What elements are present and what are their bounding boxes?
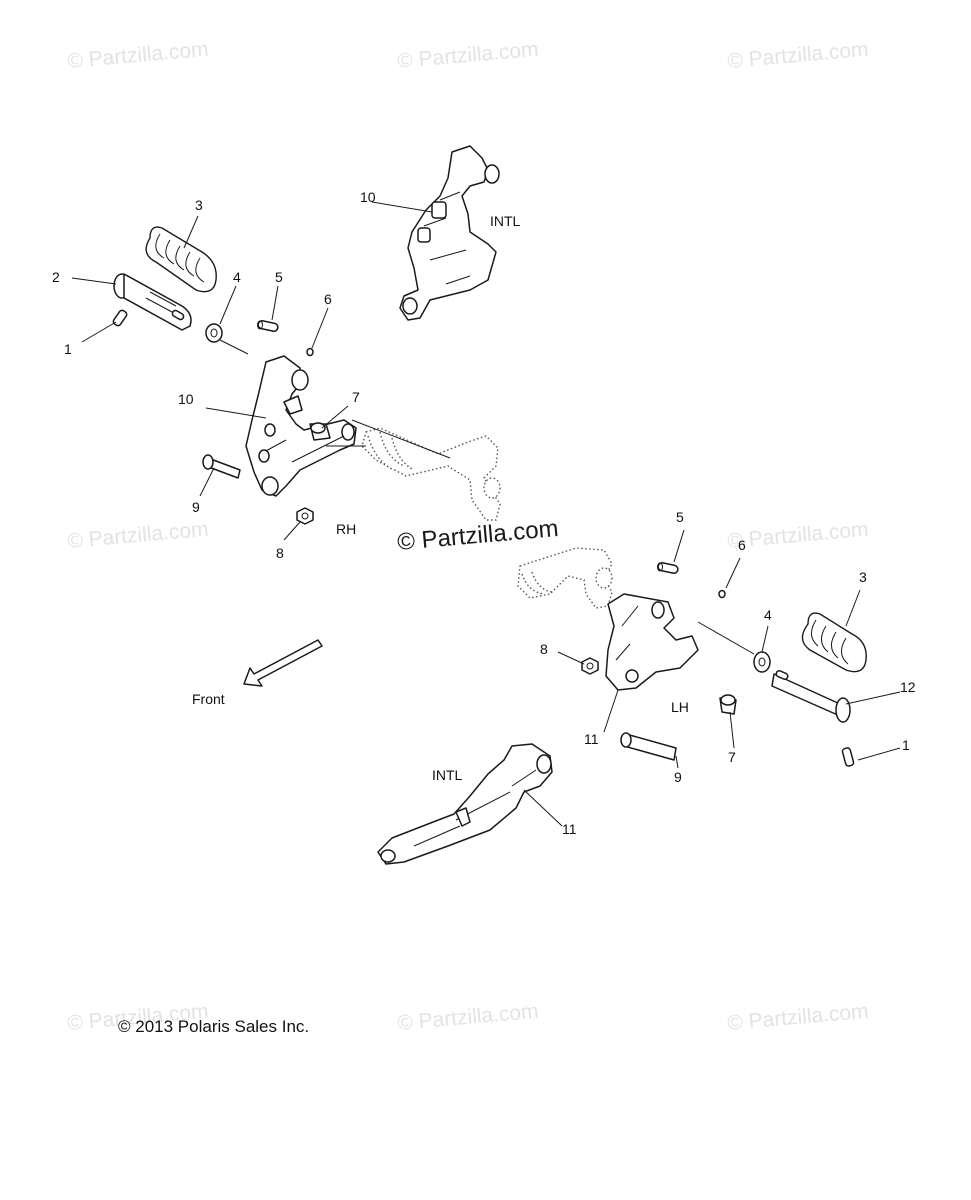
callout-9: 9 [192,499,200,515]
leader-lines [71,201,901,827]
part-5b-pin [657,562,679,574]
callout-4-lh: 4 [764,607,772,623]
part-9-bolt [202,454,241,479]
part-11-lh-bracket [605,593,699,691]
rh-assembly: INTL [112,145,521,537]
callout-9-lh: 9 [674,769,682,785]
callout-5-lh: 5 [676,509,684,525]
callout-11-lh: 11 [584,731,599,747]
callout-2: 2 [52,269,60,285]
part-2-footpeg [113,273,192,331]
callout-3-lh: 3 [859,569,867,585]
part-5-pin [257,320,279,332]
center-watermark: © Partzilla.com [396,515,559,556]
part-11b-intl-lever [377,743,553,865]
callout-10-intl: 10 [360,189,376,205]
callout-5: 5 [275,269,283,285]
copyright-text: © 2013 Polaris Sales Inc. [118,1017,309,1036]
part-6-clip [306,347,314,357]
callouts: 1 2 3 4 5 6 7 8 9 10 10 5 6 3 4 8 12 11 … [52,189,916,837]
watermark-bottom-center: © Partzilla.com [396,1000,539,1035]
part-4-washer [205,323,223,343]
callout-1: 1 [64,341,72,357]
part-1-pin [112,309,128,327]
part-6b-clip [718,589,726,599]
watermark-mid-left: © Partzilla.com [66,518,209,553]
front-label: Front [192,691,225,707]
watermark-mid-right: © Partzilla.com [726,518,869,553]
callout-7: 7 [352,389,360,405]
lh-label: LH [671,699,689,715]
part-7-pivot-bolt [309,422,331,441]
callout-10-rh: 10 [178,391,194,407]
callout-11-intl: 11 [562,821,577,837]
part-9b-bolt [620,732,677,761]
callout-8: 8 [276,545,284,561]
watermark-bottom-right: © Partzilla.com [726,1000,869,1035]
watermark-top-left: © Partzilla.com [66,38,209,73]
part-3b-footpeg-grip [801,612,867,673]
part-3-footpeg-grip [145,226,217,293]
part-7b-pivot-bolt [719,694,737,715]
part-10-intl-bracket [399,145,500,321]
lh-shift-lever-ghost [517,547,613,609]
intl-bottom-label: INTL [432,767,463,783]
callout-1-lh: 1 [902,737,910,753]
rh-brake-pedal-ghost [361,427,501,521]
callout-6: 6 [324,291,332,307]
intl-top-label: INTL [490,213,521,229]
part-10-rh-bracket [245,355,357,497]
part-12-footpeg [771,670,851,723]
lh-assembly: LH INTL [377,547,867,865]
watermark-top-center: © Partzilla.com [396,38,539,73]
part-4b-washer [753,651,771,673]
callout-8-lh: 8 [540,641,548,657]
callout-6-lh: 6 [738,537,746,553]
part-8b-nut [581,657,599,675]
callout-4: 4 [233,269,241,285]
part-1b-pin [841,747,855,767]
callout-3: 3 [195,197,203,213]
callout-7-lh: 7 [728,749,736,765]
front-arrow: Front [192,639,323,707]
watermark-top-right: © Partzilla.com [726,38,869,73]
rh-label: RH [336,521,356,537]
part-8-nut [296,507,314,525]
callout-12: 12 [900,679,916,695]
